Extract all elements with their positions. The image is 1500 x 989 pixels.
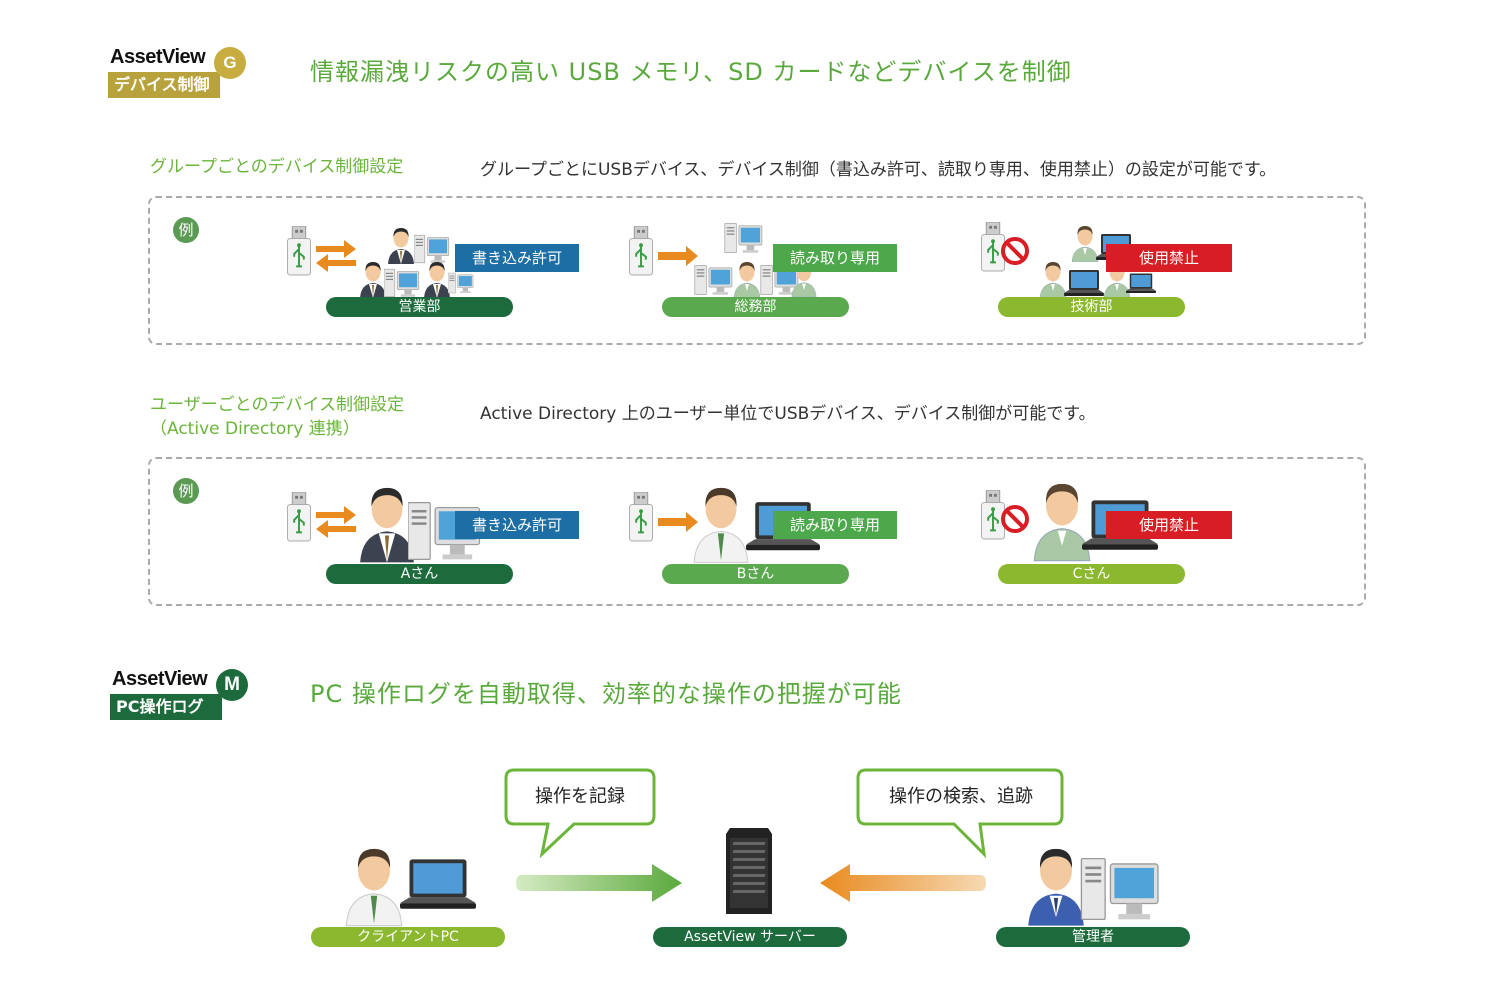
permission-tag-prohibited: 使用禁止 bbox=[1106, 511, 1232, 539]
section2-headline: PC 操作ログを自動取得、効率的な操作の把握が可能 bbox=[310, 680, 902, 708]
logo-subtitle: デバイス制御 bbox=[108, 72, 220, 98]
no-entry-icon bbox=[1000, 504, 1030, 534]
usb-icon bbox=[286, 492, 312, 542]
bubble-text: 操作の検索、追跡 bbox=[889, 786, 1033, 807]
example-badge: 例 bbox=[173, 217, 199, 243]
usb-icon bbox=[286, 226, 312, 276]
search-track-bubble: 操作の検索、追跡 bbox=[856, 768, 1066, 858]
user-settings-label: ユーザーごとのデバイス制御設定 （Active Directory 連携） bbox=[150, 393, 404, 441]
server-label: AssetView サーバー bbox=[653, 927, 847, 947]
admin-icon bbox=[1028, 848, 1159, 926]
client-pc-icon bbox=[345, 848, 476, 927]
admin-label: 管理者 bbox=[996, 927, 1190, 947]
user-example-box bbox=[148, 457, 1366, 606]
permission-tag-readonly: 読み取り専用 bbox=[773, 244, 897, 272]
read-write-arrows-icon bbox=[316, 504, 356, 538]
speech-bubble-shape bbox=[504, 768, 656, 858]
assetview-g-logo: AssetView デバイス制御 G bbox=[108, 46, 256, 108]
speech-bubble-shape bbox=[856, 768, 1064, 858]
group-settings-description: グループごとにUSBデバイス、デバイス制御（書込み許可、読取り専用、使用禁止）の… bbox=[480, 160, 1277, 180]
search-arrow-icon bbox=[820, 864, 986, 902]
group-name-pill: 総務部 bbox=[662, 297, 849, 317]
read-write-arrows-icon bbox=[316, 238, 356, 272]
server-icon bbox=[724, 826, 774, 916]
user-settings-label-line2: （Active Directory 連携） bbox=[150, 419, 360, 439]
group-name-pill: 技術部 bbox=[998, 297, 1185, 317]
logo-subtitle: PC操作ログ管理 bbox=[110, 694, 222, 742]
bubble-text: 操作を記録 bbox=[535, 786, 625, 807]
read-arrow-icon bbox=[658, 246, 698, 266]
logo-letter-badge: G bbox=[214, 47, 246, 79]
logo-letter-badge: M bbox=[216, 669, 248, 701]
group-settings-label: グループごとのデバイス制御設定 bbox=[150, 157, 404, 177]
group-name-pill: 営業部 bbox=[326, 297, 513, 317]
example-badge: 例 bbox=[173, 478, 199, 504]
group-example-box bbox=[148, 196, 1366, 345]
permission-tag-readonly: 読み取り専用 bbox=[773, 511, 897, 539]
user-name-pill: Bさん bbox=[662, 564, 849, 584]
no-entry-icon bbox=[1000, 236, 1030, 266]
permission-tag-write: 書き込み許可 bbox=[455, 244, 579, 272]
record-arrow-icon bbox=[516, 864, 682, 902]
user-settings-description: Active Directory 上のユーザー単位でUSBデバイス、デバイス制御… bbox=[480, 404, 1096, 424]
section1-headline: 情報漏洩リスクの高い USB メモリ、SD カードなどデバイスを制御 bbox=[310, 58, 1072, 86]
user-settings-label-line1: ユーザーごとのデバイス制御設定 bbox=[150, 395, 404, 415]
user-name-pill: Cさん bbox=[998, 564, 1185, 584]
user-name-pill: Aさん bbox=[326, 564, 513, 584]
usb-icon bbox=[628, 492, 654, 542]
permission-tag-prohibited: 使用禁止 bbox=[1106, 244, 1232, 272]
usb-icon bbox=[628, 226, 654, 276]
logo-brand: AssetView bbox=[112, 668, 208, 690]
permission-tag-write: 書き込み許可 bbox=[455, 511, 579, 539]
client-pc-label: クライアントPC bbox=[311, 927, 505, 947]
logo-brand: AssetView bbox=[110, 46, 206, 68]
record-operation-bubble: 操作を記録 bbox=[504, 768, 656, 858]
assetview-m-logo: AssetView PC操作ログ管理 M bbox=[110, 668, 258, 742]
